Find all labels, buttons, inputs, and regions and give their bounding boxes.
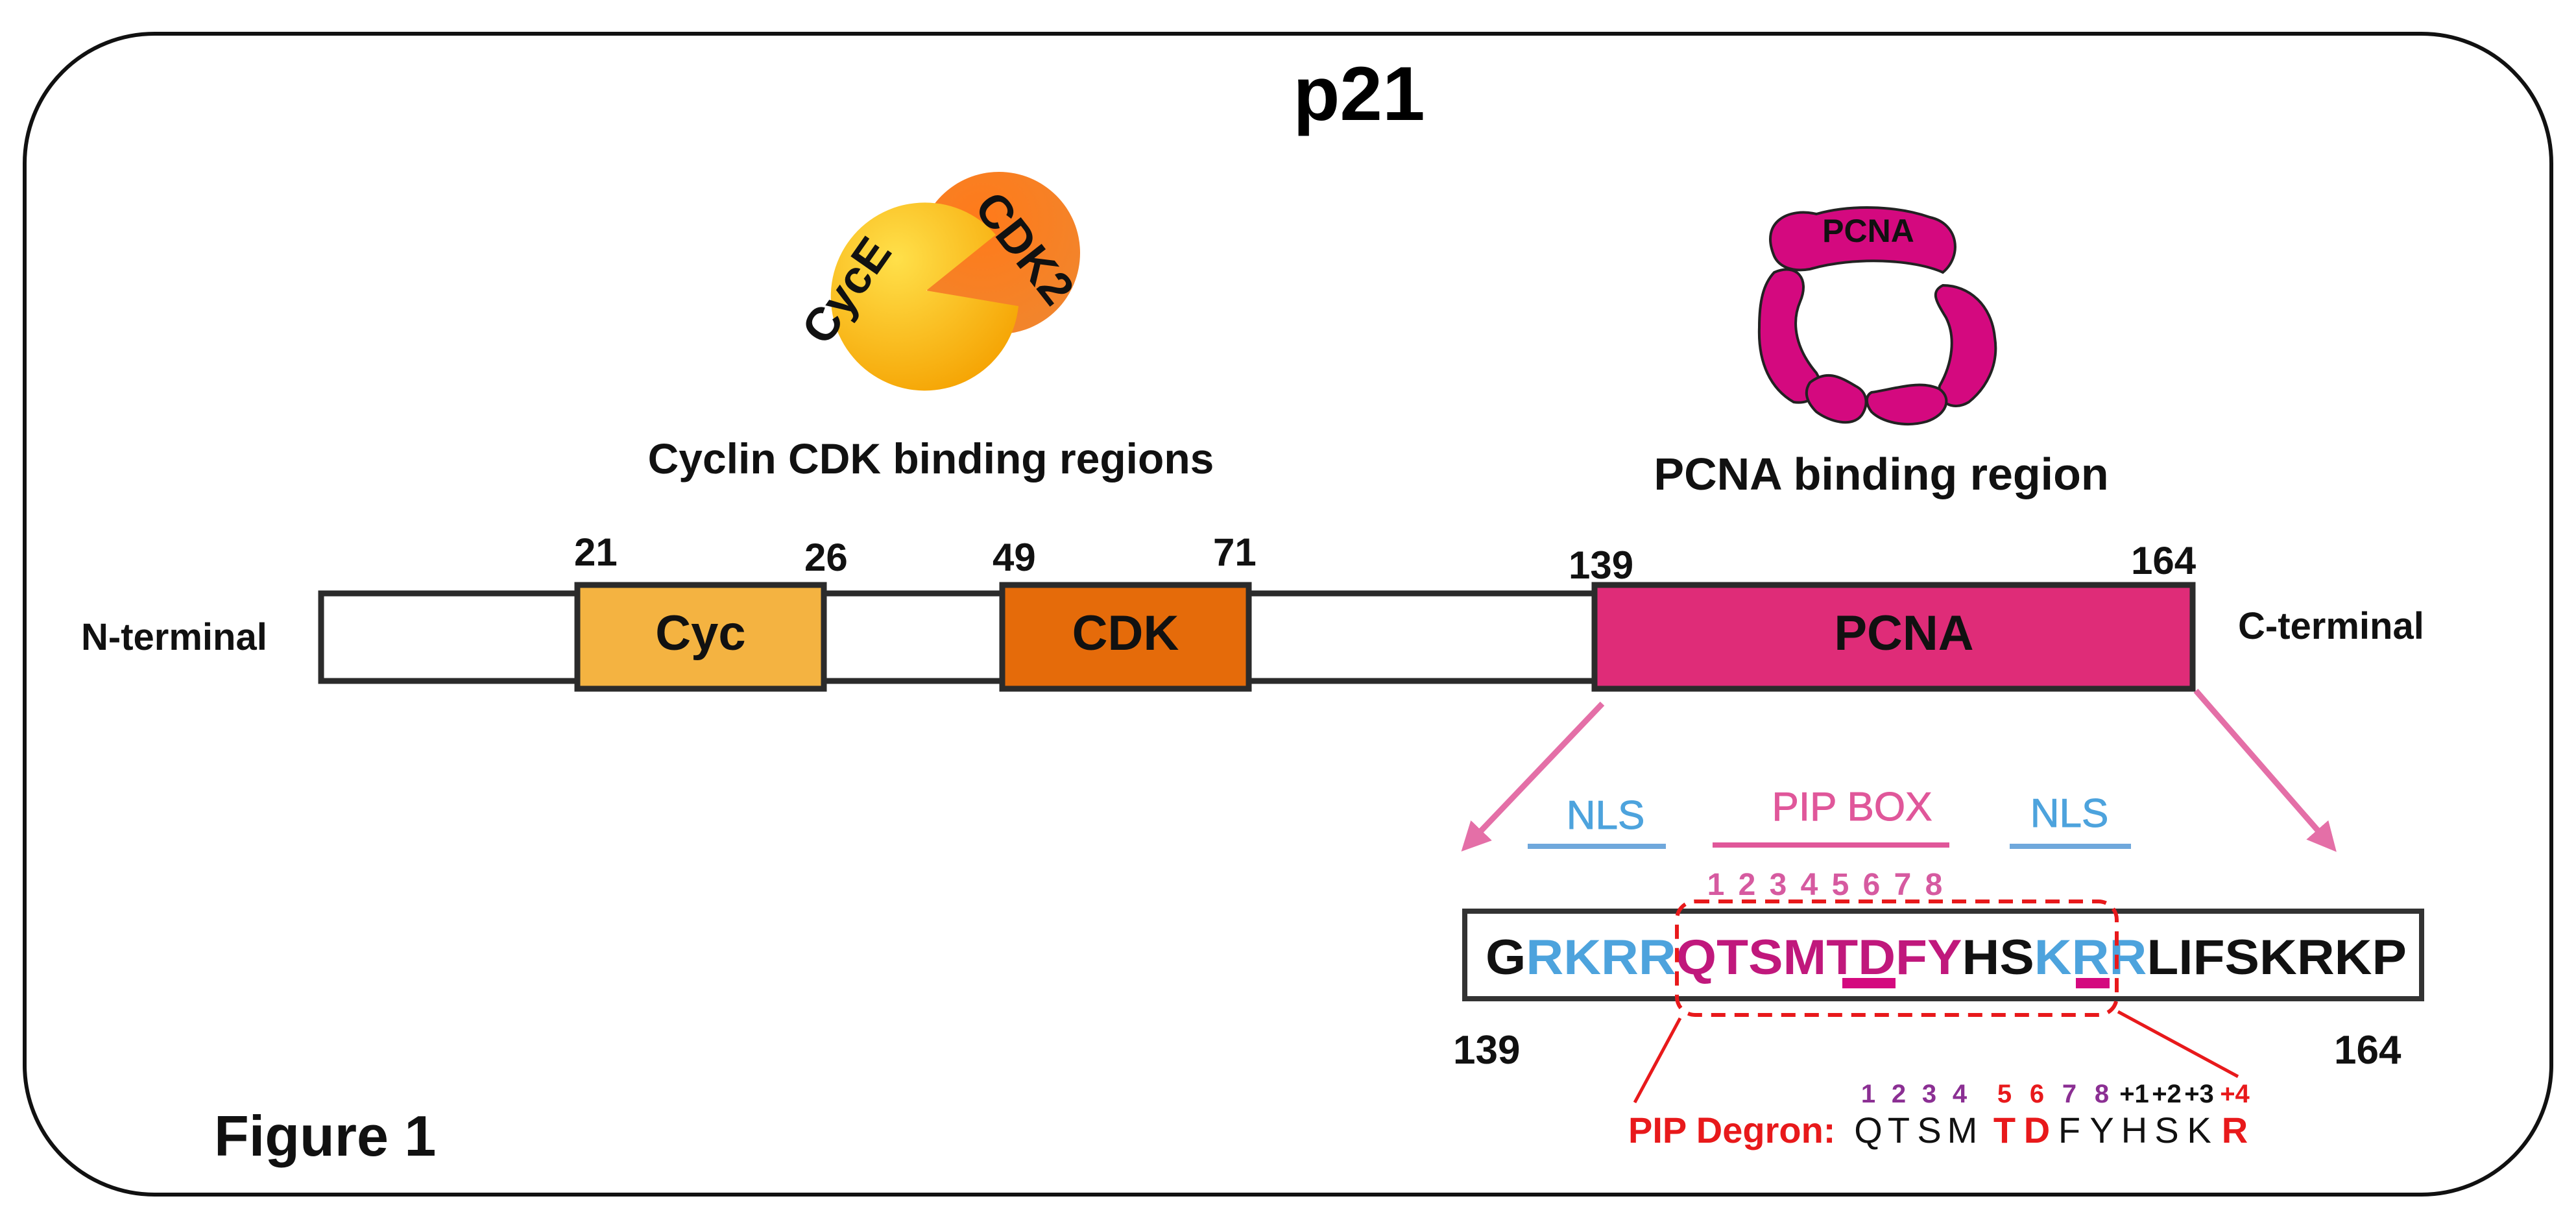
cyclin-cdk-icon: CycE CDK2	[792, 172, 1084, 391]
pip-pos-2: 2	[1739, 868, 1756, 902]
domain-pcna-label: PCNA	[1834, 606, 1973, 661]
pip-box-label: PIP BOX	[1772, 785, 1932, 829]
degron-label: PIP Degron:	[1628, 1110, 1835, 1150]
degron-pos-2: 2	[1892, 1080, 1906, 1108]
c-terminal-label: C-terminal	[2238, 605, 2424, 647]
degron-pos-4: 4	[1953, 1080, 1968, 1108]
domain-cyc-end: 26	[804, 536, 848, 579]
pcna-ring-icon	[1757, 206, 1997, 426]
domain-pcna-start: 139	[1569, 543, 1633, 587]
zoom-arrow-right	[2193, 689, 2337, 852]
degron-res-y: Y	[2089, 1110, 2113, 1150]
cyclin-cdk-caption: Cyclin CDK binding regions	[648, 435, 1214, 482]
sequence-box	[1462, 909, 2424, 1001]
degron-pos-3: 3	[1922, 1080, 1936, 1108]
degron-pos-8: 8	[2095, 1080, 2109, 1108]
seq-seg-hs: HS	[1962, 930, 2034, 985]
domain-cyc: Cyc 21 26	[574, 530, 848, 692]
degron-pos-p4: +4	[2220, 1080, 2250, 1108]
seq-seg-nls1: RKRR	[1526, 930, 1676, 985]
pip-position-numbers: 1 2 3 4 5 6 7 8	[1707, 868, 1943, 902]
degron-res-h: H	[2121, 1110, 2147, 1150]
pip-pos-3: 3	[1770, 868, 1787, 902]
degron-highlight	[1675, 899, 2119, 1017]
degron-pos-7: 7	[2062, 1080, 2076, 1108]
degron-res-m: M	[1947, 1110, 1978, 1150]
domain-cdk-label: CDK	[1072, 606, 1179, 661]
pcna-ring-label: PCNA	[1822, 213, 1914, 249]
td-underline	[1842, 978, 1896, 988]
domain-cdk: CDK 49 71	[993, 530, 1257, 692]
domain-cyc-start: 21	[574, 530, 618, 574]
degron-res-d: D	[2024, 1110, 2050, 1150]
domain-pcna-box	[1591, 582, 2196, 692]
domain-cyc-label: Cyc	[655, 606, 745, 661]
degron-res-k: K	[2187, 1110, 2211, 1150]
figure-label: Figure 1	[214, 1104, 436, 1168]
domain-cdk-start: 49	[993, 536, 1036, 579]
pip-pos-1: 1	[1707, 868, 1725, 902]
degron-pos-1: 1	[1861, 1080, 1875, 1108]
r-underline	[2076, 978, 2110, 988]
pip-pos-7: 7	[1894, 868, 1912, 902]
seq-seg-g: G	[1486, 930, 1526, 985]
degron-positions: 1 2 3 4 5 6 7 8 +1 +2 +3 +4	[1861, 1080, 2250, 1108]
degron-pos-p2: +2	[2152, 1080, 2182, 1108]
domain-cdk-box	[999, 582, 1252, 692]
degron-res-r: R	[2222, 1110, 2248, 1150]
diagram-title: p21	[1293, 51, 1425, 137]
domain-pcna: PCNA 139 164	[1569, 539, 2197, 692]
nls-left-label: NLS	[1567, 793, 1645, 838]
n-terminal-label: N-terminal	[81, 616, 267, 658]
degron-res-q: Q	[1854, 1110, 1883, 1150]
degron-leader-left	[1633, 1017, 1682, 1104]
degron-pos-p3: +3	[2184, 1080, 2214, 1108]
degron-res-t1: T	[1888, 1110, 1910, 1150]
degron-residues: Q T S M T D F Y H S K R	[1854, 1110, 2248, 1150]
degron-res-f: F	[2058, 1110, 2080, 1150]
degron-res-s2: S	[2154, 1110, 2178, 1150]
domain-pcna-end: 164	[2131, 539, 2197, 582]
pcna-caption: PCNA binding region	[1654, 449, 2108, 499]
seq-seg-pip: QTSMTDFY	[1676, 930, 1962, 985]
seq-seg-tail: LIFSKRKP	[2147, 930, 2407, 985]
seq-seg-kr: KR	[2034, 930, 2110, 985]
degron-res-t2: T	[1993, 1110, 2016, 1150]
pip-pos-4: 4	[1801, 868, 1818, 902]
nls-right-label: NLS	[2030, 791, 2109, 836]
seq-end-num: 164	[2334, 1028, 2401, 1073]
zoom-arrow-left	[1461, 701, 1605, 852]
pip-pos-8: 8	[1925, 868, 1943, 902]
cyce-pacman	[830, 202, 1018, 391]
domain-cyc-box	[574, 582, 827, 692]
pip-pos-5: 5	[1832, 868, 1849, 902]
domain-cdk-end: 71	[1213, 530, 1257, 574]
degron-res-s1: S	[1917, 1110, 1941, 1150]
degron-pos-5: 5	[1997, 1080, 2012, 1108]
pip-pos-6: 6	[1863, 868, 1881, 902]
degron-pos-p1: +1	[2119, 1080, 2149, 1108]
degron-leader-right	[2117, 1010, 2239, 1078]
seq-start-num: 139	[1453, 1028, 1520, 1073]
degron-pos-6: 6	[2030, 1080, 2044, 1108]
